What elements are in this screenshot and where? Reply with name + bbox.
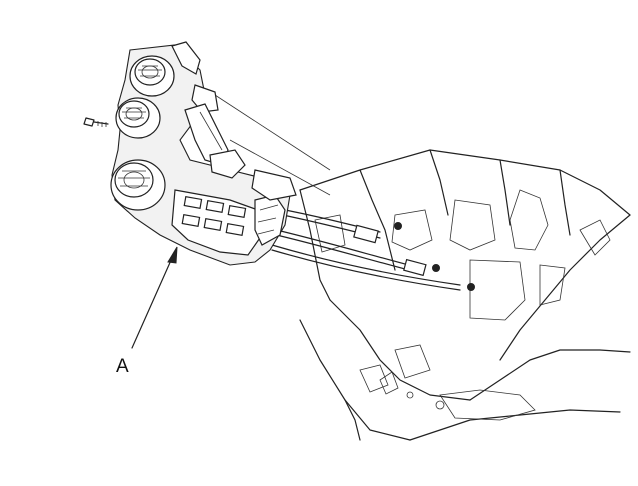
- callout-label-a: A: [116, 356, 129, 377]
- temperature-knob-icon: [129, 55, 175, 97]
- mode-knob-icon: [110, 159, 166, 211]
- cable-clips: [353, 222, 475, 291]
- heater-control-panel: [111, 41, 297, 266]
- callout-arrow: [131, 246, 178, 349]
- fan-speed-knob-icon: [115, 97, 161, 139]
- dashboard-frame: [299, 149, 631, 441]
- screw-icon: [83, 117, 109, 127]
